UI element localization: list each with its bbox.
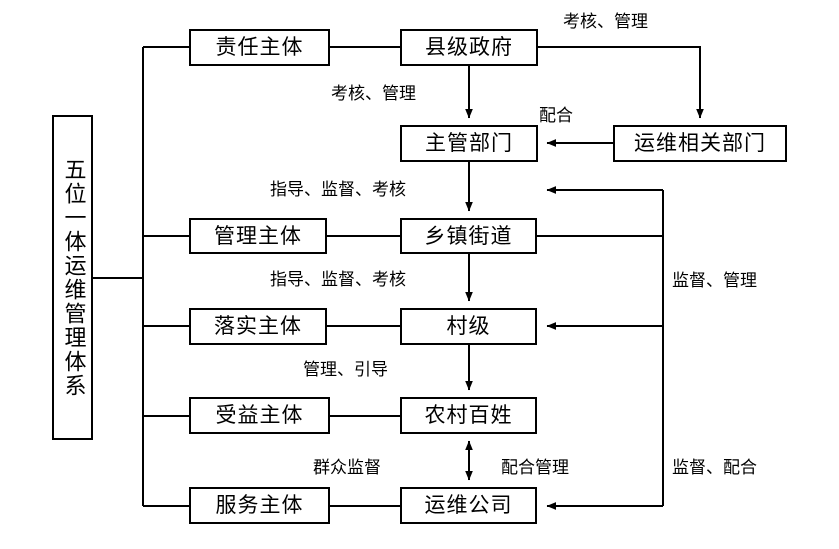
entity-node-rural-residents[interactable]: 农村百姓 xyxy=(400,397,537,434)
edge-label-county-to-related-dept: 考核、管理 xyxy=(563,12,648,32)
entity-node-om-company[interactable]: 运维公司 xyxy=(400,487,537,524)
edge-label-supervise-manage: 监督、管理 xyxy=(672,271,757,291)
spine-node-five-in-one[interactable]: 五位一体运维管理体系 xyxy=(52,115,93,440)
entity-node-county-government[interactable]: 县级政府 xyxy=(400,29,538,66)
edge-label-county-to-department: 考核、管理 xyxy=(331,84,416,104)
edge-label-public-supervision: 群众监督 xyxy=(313,458,381,478)
entity-node-township-street[interactable]: 乡镇街道 xyxy=(400,218,537,254)
role-node-responsibility[interactable]: 责任主体 xyxy=(189,29,330,66)
entity-node-competent-department[interactable]: 主管部门 xyxy=(400,125,538,162)
edge-label-village-to-villagers: 管理、引导 xyxy=(303,360,388,380)
edge-label-township-to-village: 指导、监督、考核 xyxy=(270,270,406,290)
entity-node-om-related-departments[interactable]: 运维相关部门 xyxy=(613,125,787,162)
edge-label-related-dept-to-department: 配合 xyxy=(539,106,573,126)
role-node-implementation[interactable]: 落实主体 xyxy=(189,308,327,345)
role-node-service[interactable]: 服务主体 xyxy=(189,487,330,524)
entity-node-village-level[interactable]: 村级 xyxy=(400,308,537,345)
edge-label-cooperate-manage: 配合管理 xyxy=(501,458,569,478)
edge-label-department-to-township: 指导、监督、考核 xyxy=(270,180,406,200)
role-node-beneficiary[interactable]: 受益主体 xyxy=(189,397,330,434)
role-node-management[interactable]: 管理主体 xyxy=(189,218,327,254)
edge-label-supervise-cooperate: 监督、配合 xyxy=(672,458,757,478)
